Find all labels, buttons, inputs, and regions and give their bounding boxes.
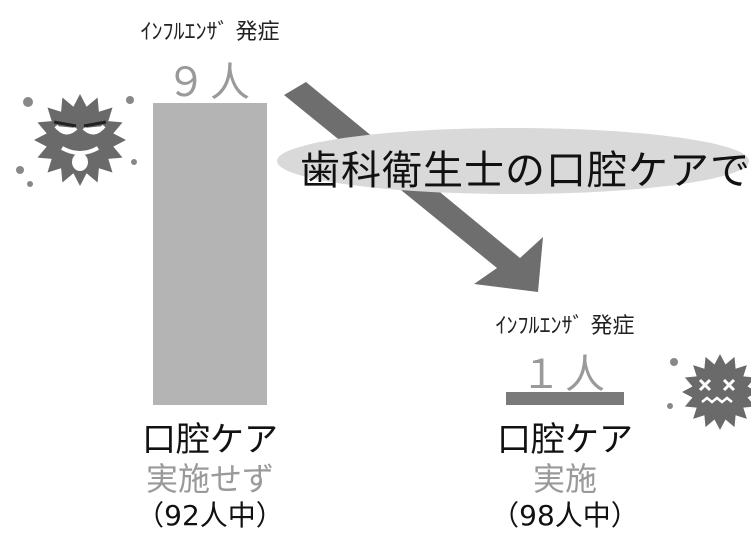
bar-1-category-line2: 実施 xyxy=(532,460,598,498)
bar-0-top-label: ｲﾝﾌﾙｴﾝｻﾞ 発症 xyxy=(140,20,280,45)
bar-1-category-line1: 口腔ケア xyxy=(497,420,633,460)
annotation-bubble xyxy=(277,128,749,194)
bar-1-count-label: １人 xyxy=(521,352,609,398)
bar-care xyxy=(506,392,624,405)
bar-no-care xyxy=(153,103,267,405)
bar-0-n-label: （92人中） xyxy=(136,499,284,532)
virus-tongue-icon xyxy=(16,94,137,187)
annotation-text: 歯科衛生士の口腔ケアで xyxy=(300,148,751,194)
bar-0-category-line1: 口腔ケア xyxy=(142,420,278,460)
virus-dizzy-icon xyxy=(667,354,751,430)
bar-1-n-label: （98人中） xyxy=(491,499,639,532)
bar-1-top-label: ｲﾝﾌﾙｴﾝｻﾞ 発症 xyxy=(495,314,635,339)
bar-0-category-line2: 実施せず xyxy=(145,460,275,498)
bar-0-count-label: ９人 xyxy=(166,60,254,106)
